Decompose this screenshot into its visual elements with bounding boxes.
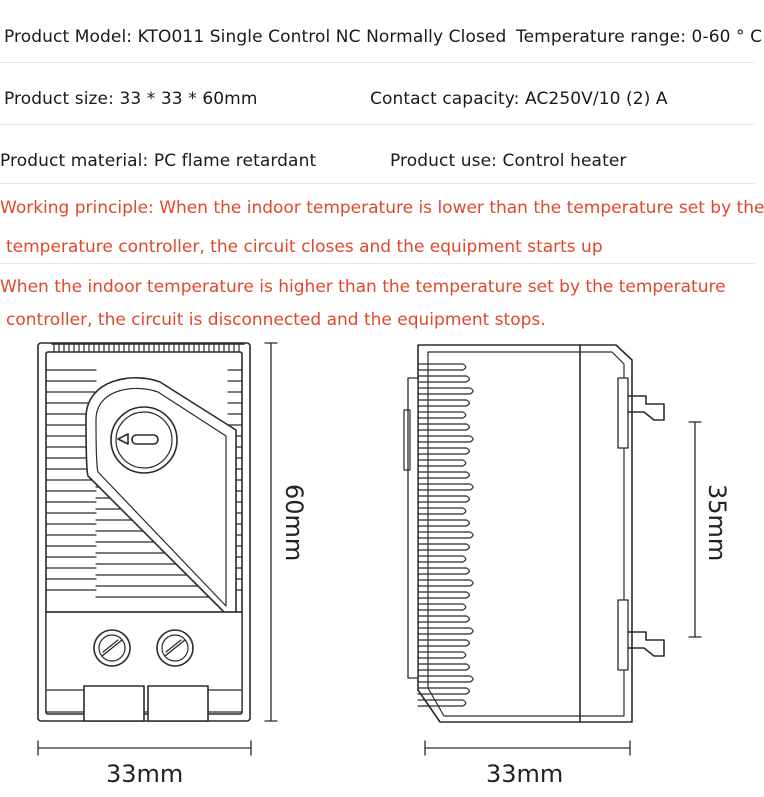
dimension-side-mount [688, 421, 702, 638]
spec-product-use: Product use: Control heater [390, 151, 627, 171]
front-view [37, 342, 251, 722]
spec-temperature-range: Temperature range: 0-60 ° C [516, 27, 763, 47]
label-side-mount: 35mm [703, 484, 731, 562]
spec-product-material: Product material: PC flame retardant [0, 151, 317, 171]
spec-product-model: Product Model: KTO011 Single Control NC … [4, 27, 507, 47]
principle-line-2: temperature controller, the circuit clos… [6, 237, 603, 257]
side-view [403, 344, 665, 723]
divider [0, 263, 755, 264]
principle-line-1: Working principle: When the indoor tempe… [0, 198, 764, 218]
label-front-height: 60mm [280, 484, 308, 562]
divider [0, 62, 755, 63]
principle-line-3: When the indoor temperature is higher th… [0, 277, 726, 297]
label-side-width: 33mm [486, 760, 564, 788]
label-front-width: 33mm [106, 760, 184, 788]
divider [0, 124, 755, 125]
dimension-side-width [424, 740, 631, 756]
dimension-front-height [264, 342, 278, 722]
dimension-front-width [37, 740, 252, 756]
divider [0, 183, 755, 184]
spec-product-size: Product size: 33 * 33 * 60mm [4, 89, 258, 109]
principle-line-4: controller, the circuit is disconnected … [6, 310, 546, 330]
spec-contact-capacity: Contact capacity: AC250V/10 (2) A [370, 89, 668, 109]
